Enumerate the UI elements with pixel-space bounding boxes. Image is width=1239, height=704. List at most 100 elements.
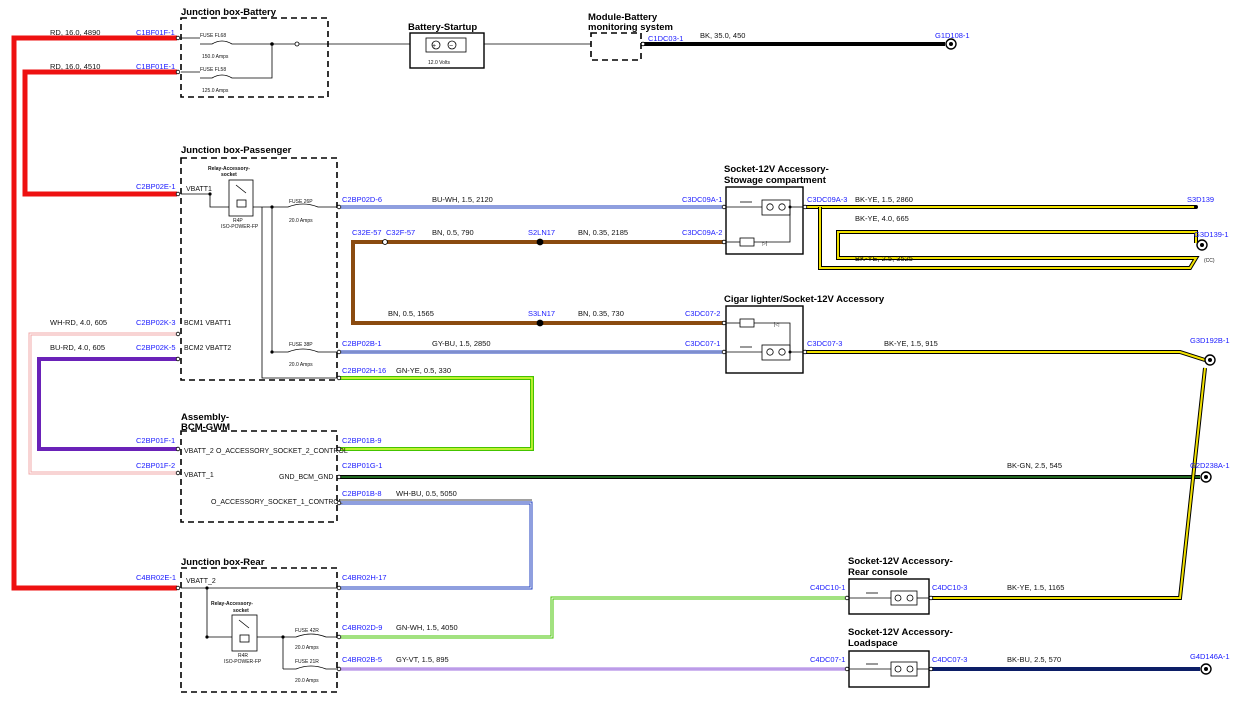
connector-cc: (CC): [1204, 258, 1215, 264]
wire-label-bk-gn-545: BK-GN, 2.5, 545: [1007, 461, 1062, 470]
pin-vbatt-1: VBATT_1: [184, 472, 214, 479]
connector-g2d238a-1: G2D238A-1: [1190, 461, 1230, 470]
wire-rd-4890[interactable]: [11, 35, 177, 591]
wire-label-gy-bu-2850: GY-BU, 1.5, 2850: [432, 339, 491, 348]
wire-label-bk-ye-665: BK-YE, 4.0, 665: [855, 214, 909, 223]
connector-c3dc09a-1: C3DC09A-1: [682, 195, 722, 204]
fuse-fl58-rating: 125.0 Amps: [202, 88, 229, 94]
junction-box-battery[interactable]: Junction box-Battery FUSE FL68 150.0 Amp…: [180, 7, 337, 98]
wire-label-wh-bu-5050: WH-BU, 0.5, 5050: [396, 489, 457, 498]
bms-title-1: Module-Battery: [588, 12, 658, 23]
pin-bcm2-vbatt2: BCM2 VBATT2: [184, 345, 231, 352]
relay-p-title-1: Relay-Accessory-: [208, 166, 250, 172]
wire-rd-4510[interactable]: [22, 69, 177, 197]
socket-rear-title-1: Socket-12V Accessory-: [848, 556, 953, 567]
pin-vbatt-2: VBATT_2: [184, 448, 214, 455]
cigar-lighter-title: Cigar lighter/Socket-12V Accessory: [724, 294, 885, 305]
connector-c2bp02d-6: C2BP02D-6: [342, 195, 382, 204]
fuse-26p-label: FUSE 26P: [289, 199, 313, 205]
junction-box-rear[interactable]: Junction box-Rear VBATT_2 Relay-Accessor…: [180, 557, 338, 693]
socket-rear-console[interactable]: Socket-12V Accessory- Rear console: [848, 556, 953, 615]
connector-c1bf01f-1: C1BF01F-1: [136, 28, 175, 37]
relay-r-type: ISO-POWER-FP: [224, 659, 262, 665]
wire-label-bk-ye-2860: BK-YE, 1.5, 2860: [855, 195, 913, 204]
socket-rear-title-2: Rear console: [848, 567, 908, 578]
connector-c2bp02b-1: C2BP02B-1: [342, 339, 382, 348]
svg-text:▷|: ▷|: [762, 241, 767, 247]
wire-label-gy-vt-895: GY-VT, 1.5, 895: [396, 655, 449, 664]
ground-g3d139: [1196, 239, 1208, 251]
wire-label-bn-1565: BN, 0.5, 1565: [388, 309, 434, 318]
wire-bk-ye-915[interactable]: [804, 350, 1206, 362]
fuse-42r-rating: 20.0 Amps: [295, 645, 319, 651]
connector-c4br02d-9: C4BR02D-9: [342, 623, 382, 632]
socket-loadspace-title-2: Loadspace: [848, 638, 898, 649]
socket-stowage-compartment[interactable]: Socket-12V Accessory- Stowage compartmen…: [724, 164, 829, 255]
cigar-lighter-socket[interactable]: Cigar lighter/Socket-12V Accessory |◁: [724, 294, 885, 374]
junction-box-battery-title: Junction box-Battery: [181, 7, 277, 18]
connector-c1dc03-1: C1DC03-1: [648, 34, 683, 43]
connector-s3ln17: S3LN17: [528, 309, 555, 318]
relay-p-type: ISO-POWER-FP: [221, 224, 259, 230]
wire-label-rd-4890: RD, 16.0, 4890: [50, 28, 100, 37]
connector-g3d139-1: G3D139-1: [1194, 230, 1229, 239]
connector-c2bp01b-9: C2BP01B-9: [342, 436, 382, 445]
pin-accessory-socket-1-control: O_ACCESSORY_SOCKET_1_CONTROL: [211, 499, 343, 506]
connector-c2bp02e-1: C2BP02E-1: [136, 182, 176, 191]
wire-wh-rd-605[interactable]: [28, 332, 177, 475]
wire-label-gn-ye-330: GN-YE, 0.5, 330: [396, 366, 451, 375]
pin-vbatt1: VBATT1: [186, 186, 212, 193]
connector-c2bp01f-1: C2BP01F-1: [136, 436, 175, 445]
inline-connector-c32: [382, 239, 388, 245]
fuse-fl68-label: FUSE FL68: [200, 33, 226, 39]
connector-c4br02e-1: C4BR02E-1: [136, 573, 176, 582]
connector-c4dc10-1: C4DC10-1: [810, 583, 845, 592]
wire-label-wh-rd-605: WH-RD, 4.0, 605: [50, 318, 107, 327]
connector-s2ln17: S2LN17: [528, 228, 555, 237]
connector-c4dc07-1: C4DC07-1: [810, 655, 845, 664]
bcm-title-1: Assembly-: [181, 412, 229, 423]
connector-c4br02h-17: C4BR02H-17: [342, 573, 387, 582]
svg-text:|◁: |◁: [774, 322, 779, 328]
wire-label-bu-rd-605: BU-RD, 4.0, 605: [50, 343, 105, 352]
assembly-bcm-gwm[interactable]: Assembly- BCM-GWM VBATT_2 O_ACCESSORY_SO…: [180, 412, 348, 523]
pin-accessory-socket-2-control: O_ACCESSORY_SOCKET_2_CONTROL: [216, 448, 348, 455]
wire-label-bn-790: BN, 0.5, 790: [432, 228, 474, 237]
wire-bu-rd-605[interactable]: [37, 357, 177, 451]
wire-label-bk-bu-570: BK-BU, 2.5, 570: [1007, 655, 1061, 664]
relay-p-code: R4P: [233, 218, 243, 224]
connector-c3dc09a-3: C3DC09A-3: [807, 195, 847, 204]
connector-c2bp02k-3: C2BP02K-3: [136, 318, 176, 327]
wire-label-bk-450: BK, 35.0, 450: [700, 31, 745, 40]
fuse-38p-rating: 20.0 Amps: [289, 362, 313, 368]
connector-g1d108-1: G1D108-1: [935, 31, 970, 40]
connector-c2bp02k-5: C2BP02K-5: [136, 343, 176, 352]
splice-s3ln17: [536, 319, 544, 327]
battery-startup[interactable]: Battery-Startup + − 12.0 Volts: [408, 22, 485, 69]
junction-box-rear-title: Junction box-Rear: [181, 557, 265, 568]
wire-label-gn-wh-4050: GN-WH, 1.5, 4050: [396, 623, 458, 632]
connector-c32f-57: C32F-57: [386, 228, 415, 237]
module-battery-monitoring[interactable]: Module-Battery monitoring system C1DC03-…: [588, 12, 683, 61]
svg-text:−: −: [449, 43, 453, 50]
battery-startup-title: Battery-Startup: [408, 22, 477, 33]
junction-box-passenger[interactable]: Junction box-Passenger VBATT1 Relay-Acce…: [180, 145, 338, 381]
wire-label-rd-4510: RD, 16.0, 4510: [50, 62, 100, 71]
junction-box-passenger-title: Junction box-Passenger: [181, 145, 292, 156]
wire-bk-ye-1165[interactable]: [929, 367, 1207, 600]
relay-p-title-2: socket: [221, 172, 237, 178]
wire-bk-ye-stowage[interactable]: [804, 205, 1200, 270]
connector-c2bp01g-1: C2BP01G-1: [342, 461, 382, 470]
fuse-21r-label: FUSE 21R: [295, 659, 319, 665]
connector-pins: [175, 35, 934, 672]
relay-r-title-2: socket: [233, 608, 249, 614]
connector-s3d139: S3D139: [1187, 195, 1214, 204]
bms-title-2: monitoring system: [588, 22, 673, 33]
connector-c3dc07-1: C3DC07-1: [685, 339, 720, 348]
connector-c4dc10-3: C4DC10-3: [932, 583, 967, 592]
pin-rear-vbatt-2: VBATT_2: [186, 578, 216, 585]
ground-g3d192b: [1204, 354, 1216, 366]
connector-c3dc09a-2: C3DC09A-2: [682, 228, 722, 237]
connector-g3d192b-1: G3D192B-1: [1190, 336, 1230, 345]
